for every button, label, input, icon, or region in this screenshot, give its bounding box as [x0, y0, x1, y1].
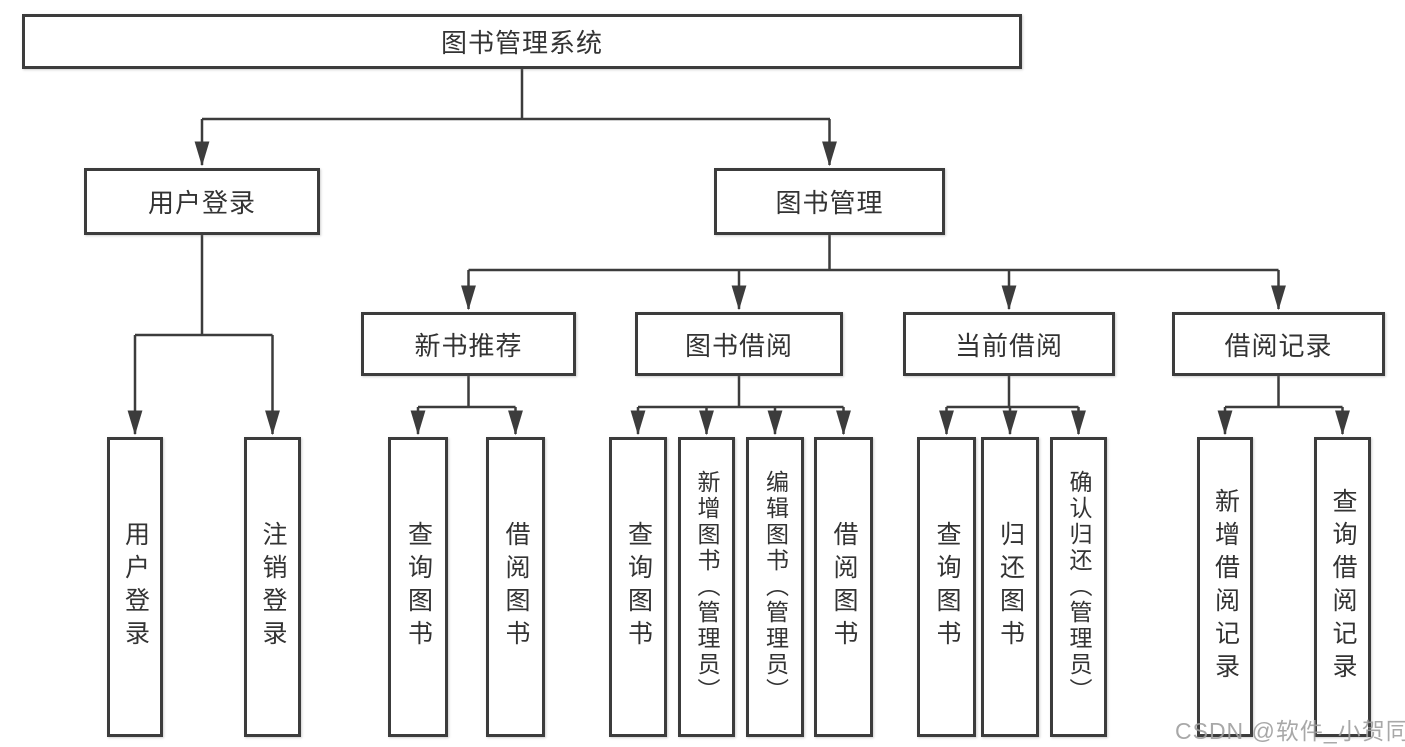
node-label: 确认归还（管理员）: [1066, 470, 1092, 704]
leaf-logout: 注销登录: [244, 437, 301, 737]
node-label: 新增借阅记录: [1211, 488, 1240, 686]
node-user-login: 用户登录: [84, 168, 320, 235]
node-label: 新增图书（管理员）: [694, 470, 720, 704]
node-borrowing-records: 借阅记录: [1172, 312, 1385, 376]
node-label: 查询图书: [624, 521, 653, 653]
leaf-return-books: 归还图书: [981, 437, 1039, 737]
leaf-query-books: 查询图书: [609, 437, 667, 737]
node-label: 图书借阅: [684, 330, 793, 361]
leaf-add-borrow-record: 新增借阅记录: [1197, 437, 1253, 737]
leaf-query-borrow-record: 查询借阅记录: [1314, 437, 1371, 737]
csdn-watermark: CSDN @软件_小贺同学: [1175, 718, 1405, 744]
node-current-borrowing: 当前借阅: [903, 312, 1115, 376]
node-new-book-recommendation: 新书推荐: [361, 312, 576, 376]
node-book-management: 图书管理: [714, 168, 945, 235]
node-label: 图书管理系统: [440, 28, 603, 58]
node-label: 查询借阅记录: [1329, 488, 1357, 686]
node-library-management-system: 图书管理系统: [22, 14, 1022, 69]
node-book-borrowing: 图书借阅: [635, 312, 843, 376]
leaf-edit-books-admin: 编辑图书（管理员）: [746, 437, 804, 737]
leaf-borrow-books: 借阅图书: [486, 437, 545, 737]
node-label: 归还图书: [996, 521, 1025, 653]
node-label: 新书推荐: [414, 330, 523, 361]
connector-trunk-lines: [135, 68, 1343, 409]
node-label: 编辑图书（管理员）: [762, 470, 789, 704]
node-label: 当前借阅: [954, 330, 1063, 361]
node-label: 用户登录: [147, 188, 256, 218]
node-label: 借阅图书: [830, 521, 858, 653]
leaf-query-books: 查询图书: [917, 437, 976, 737]
node-label: 图书管理: [775, 188, 884, 218]
node-label: 借阅记录: [1224, 330, 1333, 361]
node-label: 用户登录: [121, 521, 150, 653]
leaf-user-login: 用户登录: [107, 437, 163, 737]
leaf-add-books-admin: 新增图书（管理员）: [678, 437, 735, 737]
node-label: 查询图书: [404, 521, 433, 653]
leaf-query-books: 查询图书: [388, 437, 448, 737]
node-label: 借阅图书: [502, 521, 530, 653]
node-label: 查询图书: [933, 521, 961, 653]
leaf-confirm-return-admin: 确认归还（管理员）: [1050, 437, 1107, 737]
leaf-borrow-books: 借阅图书: [814, 437, 873, 737]
node-label: 注销登录: [259, 521, 287, 653]
